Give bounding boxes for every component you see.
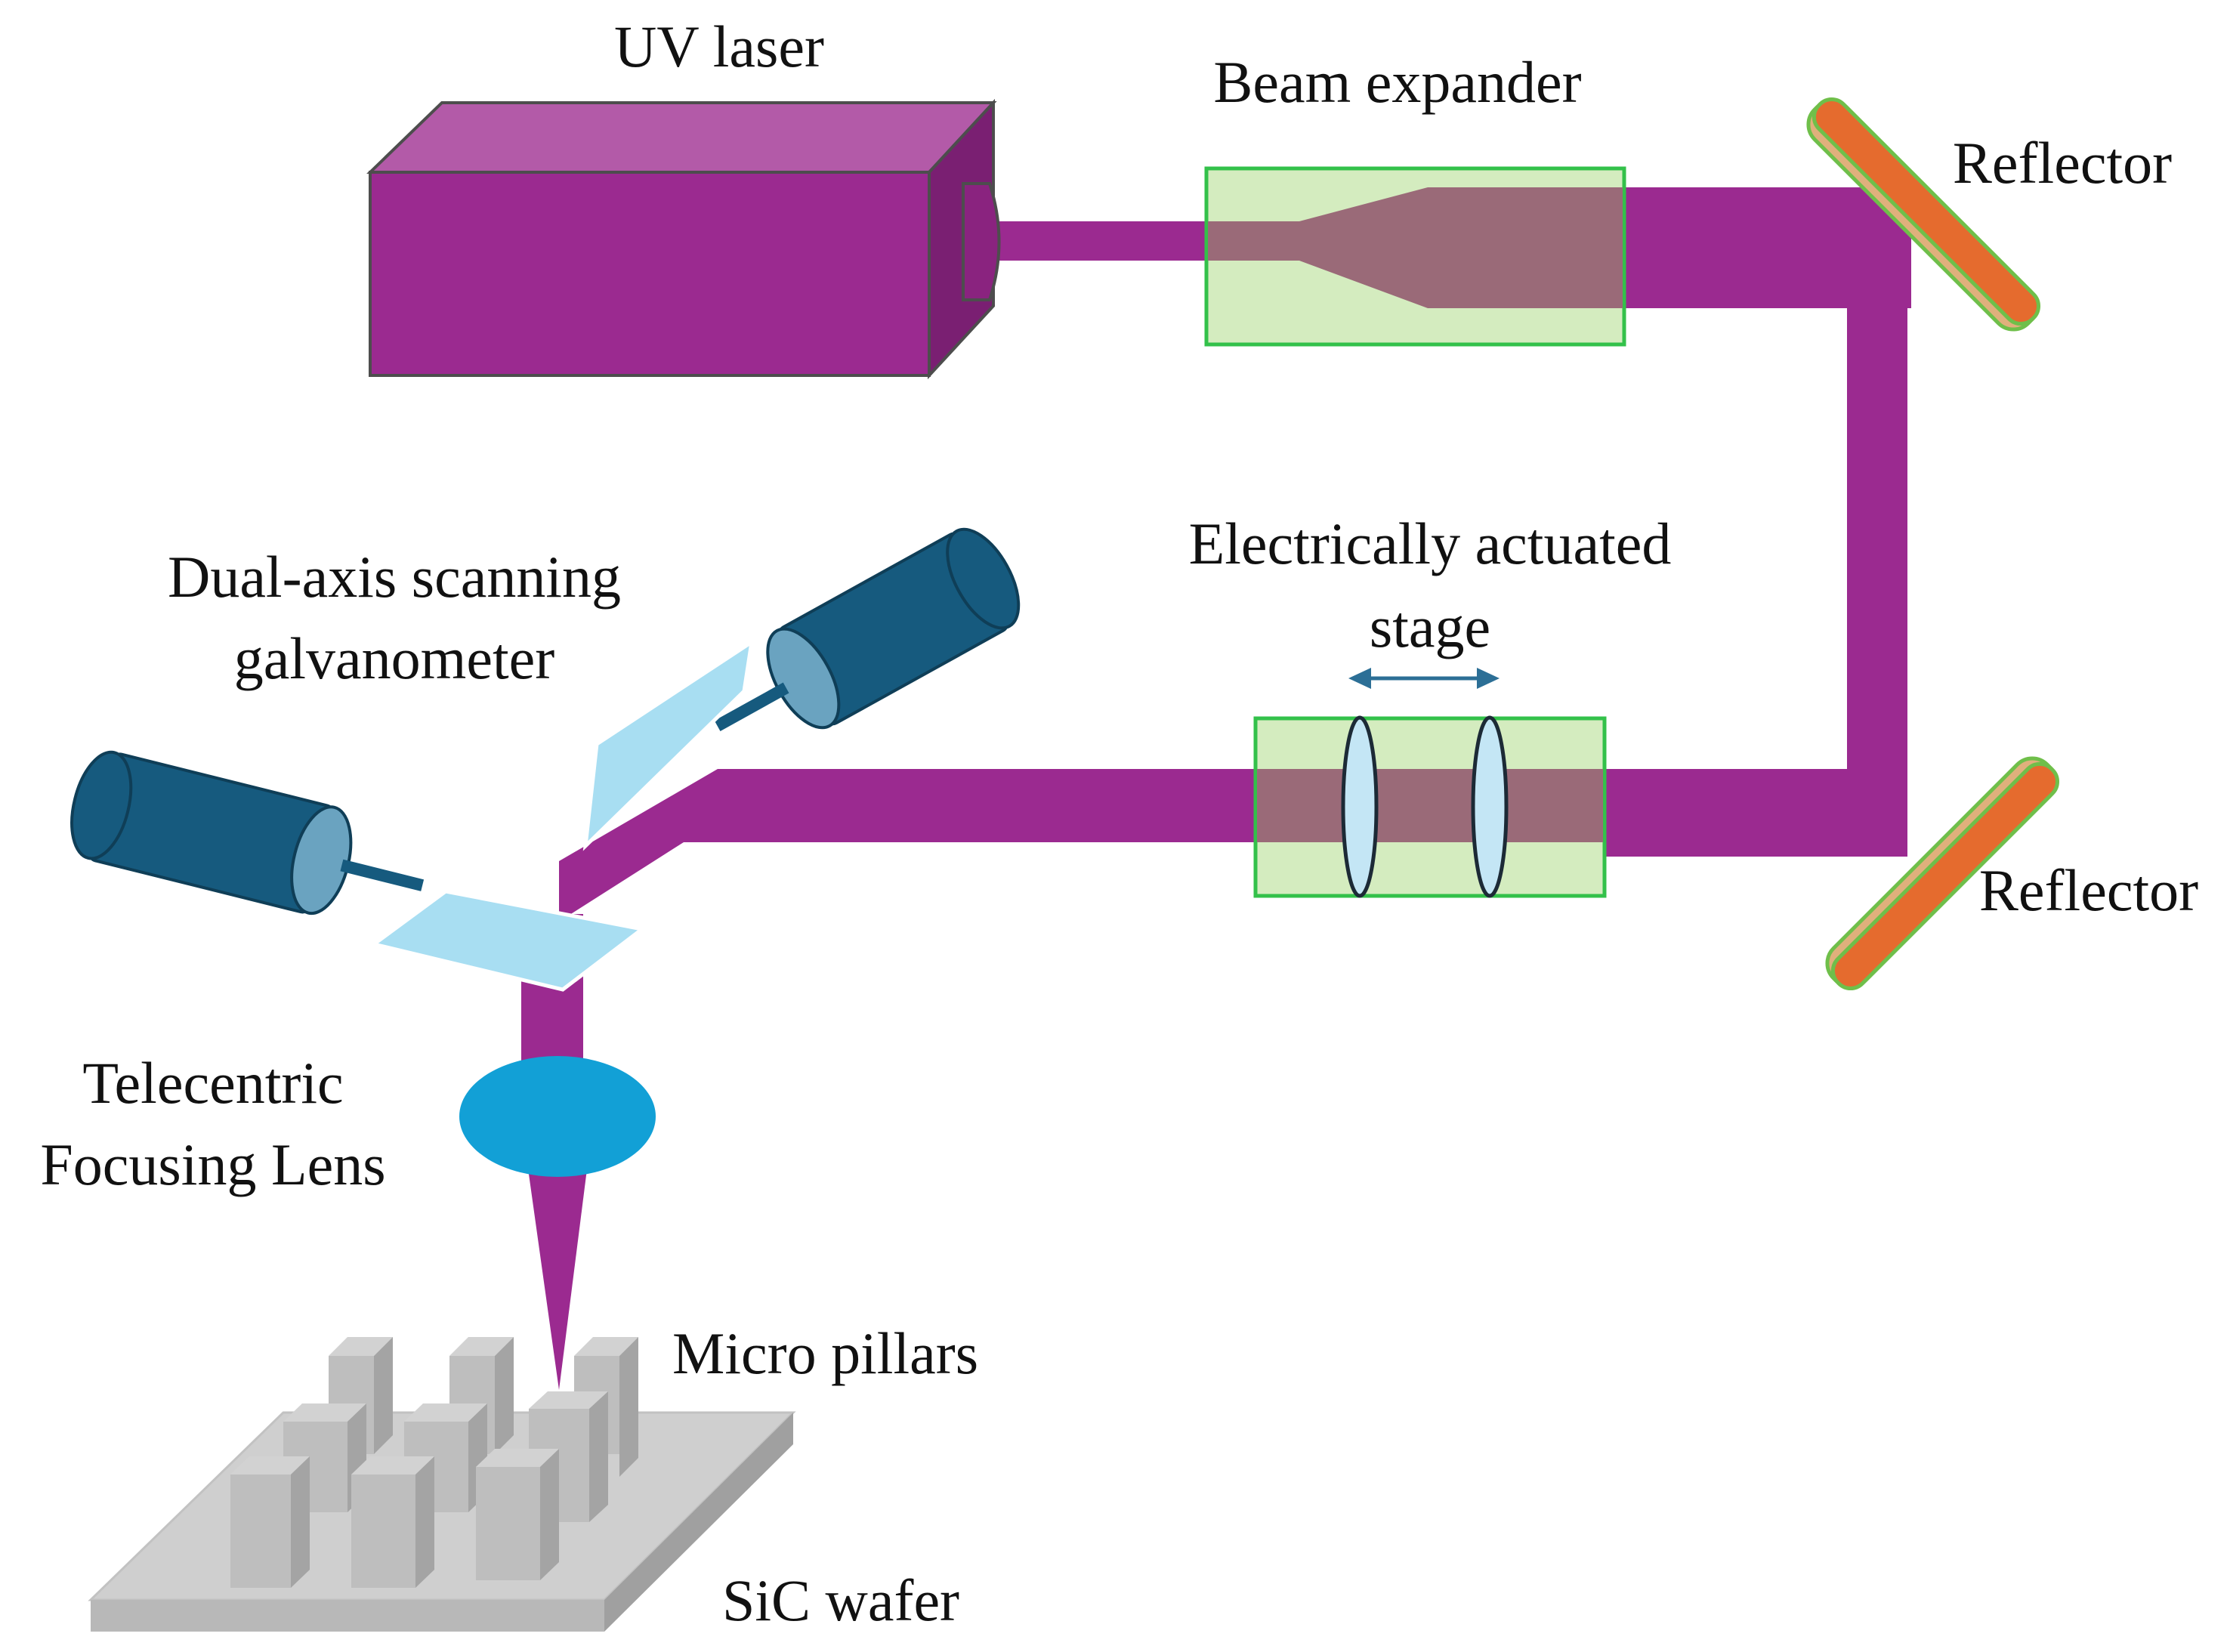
laser-top-face xyxy=(366,101,997,174)
beam-segment-stage-to-galvo xyxy=(559,769,1258,922)
beam-expander xyxy=(1204,166,1626,347)
label-reflector-top: Reflector xyxy=(1953,130,2172,196)
laser-front-face xyxy=(369,171,931,377)
label-uv-laser: UV laser xyxy=(614,14,824,79)
reflector-bottom-face xyxy=(1830,761,2060,991)
reflector-top xyxy=(1806,97,2041,332)
label-stage-line2: stage xyxy=(1370,594,1490,659)
stage-lens-right xyxy=(1471,715,1509,898)
label-stage-line1: Electrically actuated xyxy=(1189,511,1672,576)
label-lens-line1: Telecentric xyxy=(82,1050,343,1116)
wafer-side-face xyxy=(604,1413,793,1632)
beam-segment-laser-to-expander xyxy=(997,221,1224,261)
label-reflector-bottom: Reflector xyxy=(1979,857,2198,923)
galvanometer xyxy=(70,527,1021,992)
pillar xyxy=(476,1449,559,1580)
pillar xyxy=(351,1456,434,1588)
label-sic-wafer: SiC wafer xyxy=(722,1567,959,1633)
stage-beam xyxy=(1257,769,1603,842)
actuated-stage xyxy=(1253,668,1607,898)
beam-segment-to-stage xyxy=(1601,769,1907,857)
micro-pillars xyxy=(230,1337,638,1588)
beam-focused-cone xyxy=(527,1163,588,1390)
reflector-bottom xyxy=(1825,756,2060,991)
uv-laser-box xyxy=(366,98,1001,380)
reflector-top-face xyxy=(1811,97,2041,326)
laser-beam-path xyxy=(521,187,1911,1390)
galvo-motor-upper xyxy=(714,527,1021,731)
galvo-motor-lower xyxy=(70,750,425,916)
label-beam-expander: Beam expander xyxy=(1213,49,1581,115)
label-galvo-line1: Dual-axis scanning xyxy=(168,544,621,610)
pillar xyxy=(230,1456,310,1588)
galvo-mirror-lower xyxy=(369,889,647,992)
beam-segment-vertical xyxy=(1847,249,1907,816)
label-galvo-line2: galvanometer xyxy=(234,625,554,691)
label-micro-pillars: Micro pillars xyxy=(672,1320,978,1386)
beam-expander-beam xyxy=(1208,187,1623,308)
wafer-front-face xyxy=(91,1600,604,1632)
telecentric-lens xyxy=(459,1056,656,1177)
stage-lens-left xyxy=(1341,715,1379,898)
label-lens-line2: Focusing Lens xyxy=(40,1132,385,1197)
stage-double-arrow xyxy=(1348,668,1500,689)
galvo-mirror-upper xyxy=(582,638,755,851)
laser-aperture xyxy=(962,182,1001,301)
labels: UV laser Beam expander Reflector Reflect… xyxy=(40,14,2198,1633)
